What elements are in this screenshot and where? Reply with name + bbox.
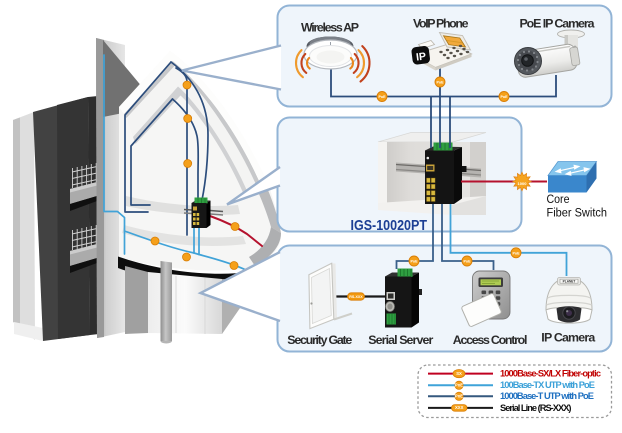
svg-text:IP: IP [415, 50, 426, 63]
svg-text:PoE: PoE [379, 95, 387, 99]
svg-text:1000Base-T UTP with PoE: 1000Base-T UTP with PoE [500, 391, 594, 401]
svg-text:PoE: PoE [411, 260, 419, 264]
svg-text:PLANET: PLANET [563, 280, 576, 284]
svg-text:1000Base-SX/LX Fiber-optic: 1000Base-SX/LX Fiber-optic [500, 369, 601, 379]
svg-text:SX: SX [456, 371, 462, 376]
svg-text:RS-XXX: RS-XXX [349, 295, 363, 299]
svg-text:Wireless AP: Wireless AP [301, 21, 359, 35]
svg-text:IGS-10020PT: IGS-10020PT [351, 217, 428, 234]
svg-text:PoE: PoE [455, 394, 463, 399]
svg-text:IP Camera: IP Camera [541, 331, 595, 345]
svg-text:Fiber Switch: Fiber Switch [547, 208, 608, 220]
svg-text:100Base-TX UTP with PoE: 100Base-TX UTP with PoE [500, 380, 595, 390]
svg-text:Security Gate: Security Gate [287, 333, 352, 347]
svg-text:PoE: PoE [464, 260, 472, 264]
svg-text:PoE: PoE [455, 383, 463, 388]
svg-text:PoE IP Camera: PoE IP Camera [520, 17, 595, 31]
svg-text:Serial Line (RS-XXX): Serial Line (RS-XXX) [500, 403, 572, 413]
svg-text:Serial Server: Serial Server [368, 333, 433, 347]
svg-text:XXX: XXX [455, 405, 464, 410]
svg-text:Access Control: Access Control [453, 333, 528, 347]
svg-text:1000: 1000 [518, 181, 528, 186]
svg-text:PoE: PoE [513, 251, 521, 255]
svg-text:PoE: PoE [437, 81, 445, 85]
svg-text:VoIP Phone: VoIP Phone [413, 16, 469, 30]
svg-text:Core: Core [547, 194, 570, 206]
svg-text:PoE: PoE [501, 95, 509, 99]
